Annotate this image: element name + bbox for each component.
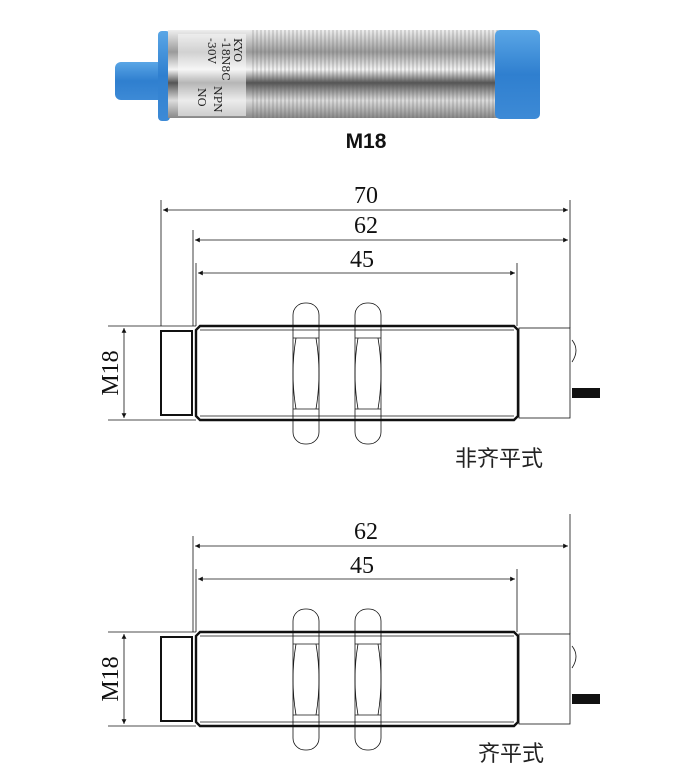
label-model: -18N8C xyxy=(219,38,232,81)
drawing-flush xyxy=(108,514,600,751)
type-label-flush: 齐平式 xyxy=(478,742,544,767)
dimension-70: 70 xyxy=(354,183,378,209)
threaded-body xyxy=(194,324,520,422)
dimension-45: 45 xyxy=(350,553,374,579)
photo-caption: M18 xyxy=(346,130,387,153)
cable xyxy=(572,388,600,398)
threaded-body xyxy=(194,630,520,728)
cable xyxy=(572,694,600,704)
nut-2 xyxy=(354,608,382,751)
drawing-non-flush xyxy=(108,200,600,445)
nut-1 xyxy=(292,302,320,445)
sensing-head xyxy=(518,327,571,419)
label-output: NPN xyxy=(211,86,224,113)
type-label-non-flush: 非齐平式 xyxy=(455,447,543,472)
label-mode: NO xyxy=(195,88,208,107)
dimension-m18: M18 xyxy=(98,656,124,701)
label-voltage: -30V xyxy=(205,38,218,65)
cable-gland xyxy=(115,62,165,100)
sensing-face-cap xyxy=(495,30,540,119)
rear-cap xyxy=(160,330,193,416)
nut-2 xyxy=(354,302,382,445)
nut-1 xyxy=(292,608,320,751)
label-brand: KYO xyxy=(231,38,244,62)
dimension-m18: M18 xyxy=(98,350,124,395)
rear-cap xyxy=(160,636,193,722)
sensing-head xyxy=(518,633,571,725)
rear-cap xyxy=(158,31,170,121)
dimension-62: 62 xyxy=(354,519,378,545)
dimension-62: 62 xyxy=(354,213,378,239)
product-label xyxy=(178,34,246,116)
dimension-45: 45 xyxy=(350,247,374,273)
sensor-photo: KYO -18N8C -30V NPN NO M18 xyxy=(115,30,540,153)
